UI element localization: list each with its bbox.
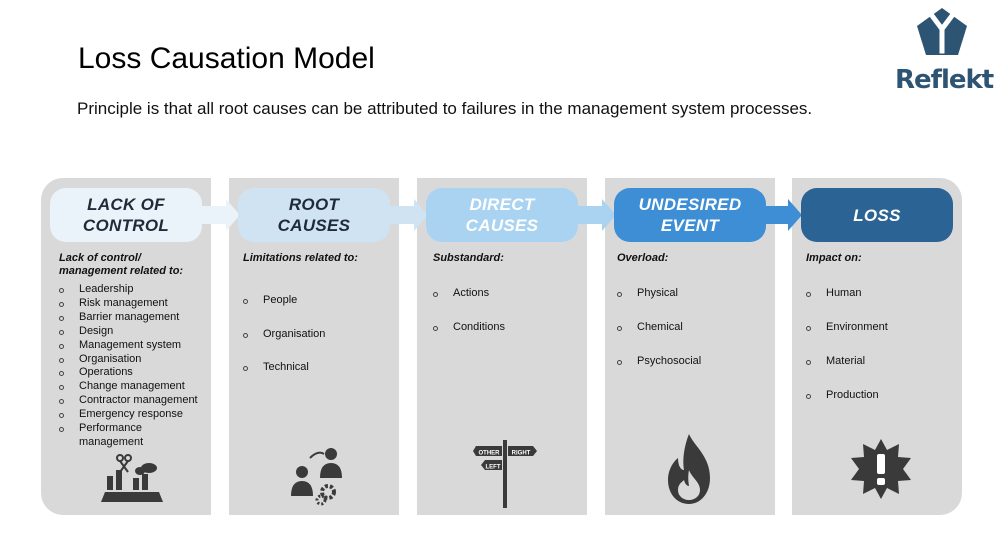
list-item: Production	[806, 389, 956, 402]
list-item: People	[243, 294, 393, 307]
stage-item-list: Human Environment Material Production	[806, 287, 956, 402]
stage-header-loss: LOSS	[801, 188, 953, 242]
list-item: Leadership	[59, 283, 209, 297]
stage-subheading: Lack of control/management related to:	[59, 252, 184, 277]
stage-subheading: Overload:	[617, 252, 669, 264]
list-item: Design	[59, 325, 209, 339]
list-item: Physical	[617, 287, 767, 300]
list-item: Environment	[806, 321, 956, 334]
stage-subheading: Substandard:	[433, 252, 504, 264]
page-title: Loss Causation Model	[78, 42, 375, 75]
logo-text: Reflekt	[895, 65, 994, 95]
list-item: Emergency response	[59, 408, 209, 422]
stage-subheading: Limitations related to:	[243, 252, 358, 264]
list-item: Technical	[243, 361, 393, 374]
list-item: Human	[806, 287, 956, 300]
sign-label: RIGHT	[512, 451, 531, 457]
list-item: Operations	[59, 366, 209, 380]
management-tools-icon	[101, 454, 163, 502]
list-item: Risk management	[59, 297, 209, 311]
reflekt-logo-icon	[917, 8, 967, 55]
flame-icon	[668, 434, 710, 504]
list-item: Psychosocial	[617, 355, 767, 368]
reflekt-logo: Reflekt	[895, 5, 994, 100]
list-item: Change management	[59, 380, 209, 394]
stage-item-list: Physical Chemical Psychosocial	[617, 287, 767, 368]
list-item-continuation: management	[79, 436, 144, 448]
page-subtitle: Principle is that all root causes can be…	[77, 99, 813, 118]
list-item: Contractor management	[59, 394, 209, 408]
stage-item-list: People Organisation Technical	[243, 294, 393, 374]
stage-item-list: Actions Conditions	[433, 287, 583, 334]
stage-subheading: Impact on:	[806, 252, 862, 264]
sign-label: LEFT	[486, 465, 501, 471]
list-item: Management system	[59, 339, 209, 353]
people-gears-icon	[291, 448, 342, 506]
list-item: Organisation	[59, 353, 209, 367]
sign-label: OTHER	[479, 451, 501, 457]
list-item: Chemical	[617, 321, 767, 334]
stage-item-list: Leadership Risk management Barrier manag…	[59, 283, 209, 436]
signpost-icon: OTHER RIGHT LEFT	[473, 440, 537, 508]
warning-burst-icon	[851, 439, 911, 499]
list-item: Conditions	[433, 321, 583, 334]
list-item: Organisation	[243, 328, 393, 341]
list-item: Performance	[59, 422, 209, 436]
list-item: Actions	[433, 287, 583, 300]
list-item: Material	[806, 355, 956, 368]
list-item: Barrier management	[59, 311, 209, 325]
